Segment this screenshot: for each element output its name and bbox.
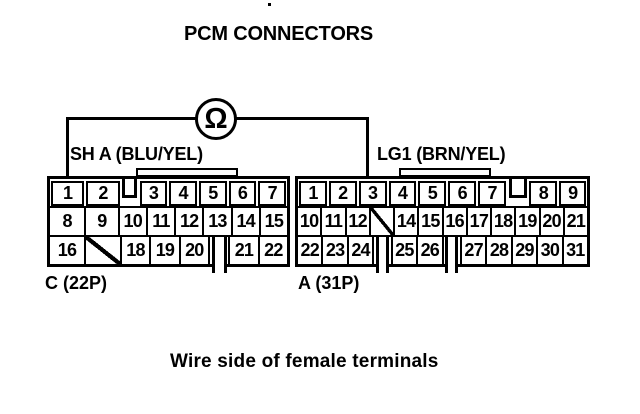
pin-c-2: 2	[86, 181, 120, 206]
wire-segment	[66, 117, 69, 177]
ohm-symbol: Ω	[204, 103, 228, 135]
pin-a-19: 19	[514, 208, 538, 235]
pin-a-9: 9	[559, 181, 587, 206]
keyway-slot-bottom	[207, 237, 228, 273]
pin-a-26: 26	[416, 237, 441, 264]
pin-a-27: 27	[459, 237, 485, 264]
wire-segment	[366, 117, 369, 177]
pin-c-15: 15	[258, 208, 287, 235]
keyway-slot-bottom	[372, 237, 390, 273]
pin-a-7: 7	[478, 181, 507, 206]
pin-a-24: 24	[346, 237, 372, 264]
pin-c-13: 13	[202, 208, 230, 235]
diagram-caption: Wire side of female terminals	[170, 351, 439, 372]
pin-a-20: 20	[538, 208, 563, 235]
keyway-channel	[122, 179, 138, 198]
blocked-cavity	[368, 208, 393, 235]
connector-c-name: C (22P)	[45, 273, 108, 293]
pin-c-14: 14	[230, 208, 259, 235]
page-title: PCM CONNECTORS	[184, 23, 374, 45]
scan-artifact-dot	[268, 3, 271, 6]
pin-a-5: 5	[418, 181, 447, 206]
pin-c-19: 19	[149, 237, 178, 264]
pin-a-17: 17	[465, 208, 490, 235]
wire-segment	[66, 117, 198, 120]
pin-c-9: 9	[84, 208, 117, 235]
keyway-slot-bottom	[441, 237, 460, 273]
pin-a-16: 16	[441, 208, 466, 235]
pin-c-21: 21	[228, 237, 257, 264]
pin-c-6: 6	[228, 181, 257, 206]
pin-a-18: 18	[490, 208, 514, 235]
wire-segment	[235, 117, 369, 120]
pin-a-8: 8	[529, 181, 558, 206]
pin-c-7: 7	[258, 181, 287, 206]
pin-a-14: 14	[393, 208, 417, 235]
keyway-channel	[375, 237, 390, 273]
pin-c-20: 20	[178, 237, 208, 264]
pin-a-30: 30	[536, 237, 561, 264]
pin-a-29: 29	[510, 237, 536, 264]
ohmmeter-icon: Ω	[195, 98, 237, 140]
keyway-channel	[211, 237, 227, 273]
pin-c-10: 10	[117, 208, 146, 235]
pin-a-23: 23	[321, 237, 346, 264]
connector-a-name: A (31P)	[298, 273, 360, 293]
pin-c-5: 5	[199, 181, 227, 206]
pin-a-1: 1	[299, 181, 327, 206]
keyway-channel	[444, 237, 459, 273]
pin-c-18: 18	[119, 237, 149, 264]
pin-c-1: 1	[51, 181, 85, 206]
pin-a-25: 25	[390, 237, 416, 264]
pin-c-11: 11	[145, 208, 174, 235]
pin-a-22: 22	[300, 240, 320, 260]
pin-a-31: 31	[561, 237, 587, 264]
pin-a-3: 3	[358, 181, 387, 206]
pin-a-21: 21	[562, 208, 587, 235]
pin-c-4: 4	[169, 181, 197, 206]
pin-a-10: 10	[299, 211, 319, 231]
keyway-channel	[508, 179, 527, 198]
pin-a-6: 6	[448, 181, 477, 206]
pin-a-11: 11	[320, 208, 344, 235]
pin-a-15: 15	[417, 208, 441, 235]
pin-a-4: 4	[388, 181, 417, 206]
keyway-notch-top	[121, 179, 139, 206]
keyway-notch-top	[507, 179, 528, 206]
pin-c-22: 22	[257, 237, 287, 264]
pin-a-28: 28	[485, 237, 510, 264]
pin-c-8: 8	[62, 211, 72, 231]
wire-label-lg1: LG1 (BRN/YEL)	[377, 144, 506, 164]
pin-c-3: 3	[139, 181, 168, 206]
wire-label-sh-a: SH A (BLU/YEL)	[70, 144, 203, 164]
pin-c-12: 12	[174, 208, 202, 235]
pin-a-2: 2	[328, 181, 357, 206]
blocked-cavity	[83, 237, 120, 264]
pin-c-16: 16	[57, 240, 77, 260]
pin-a-12: 12	[344, 208, 369, 235]
